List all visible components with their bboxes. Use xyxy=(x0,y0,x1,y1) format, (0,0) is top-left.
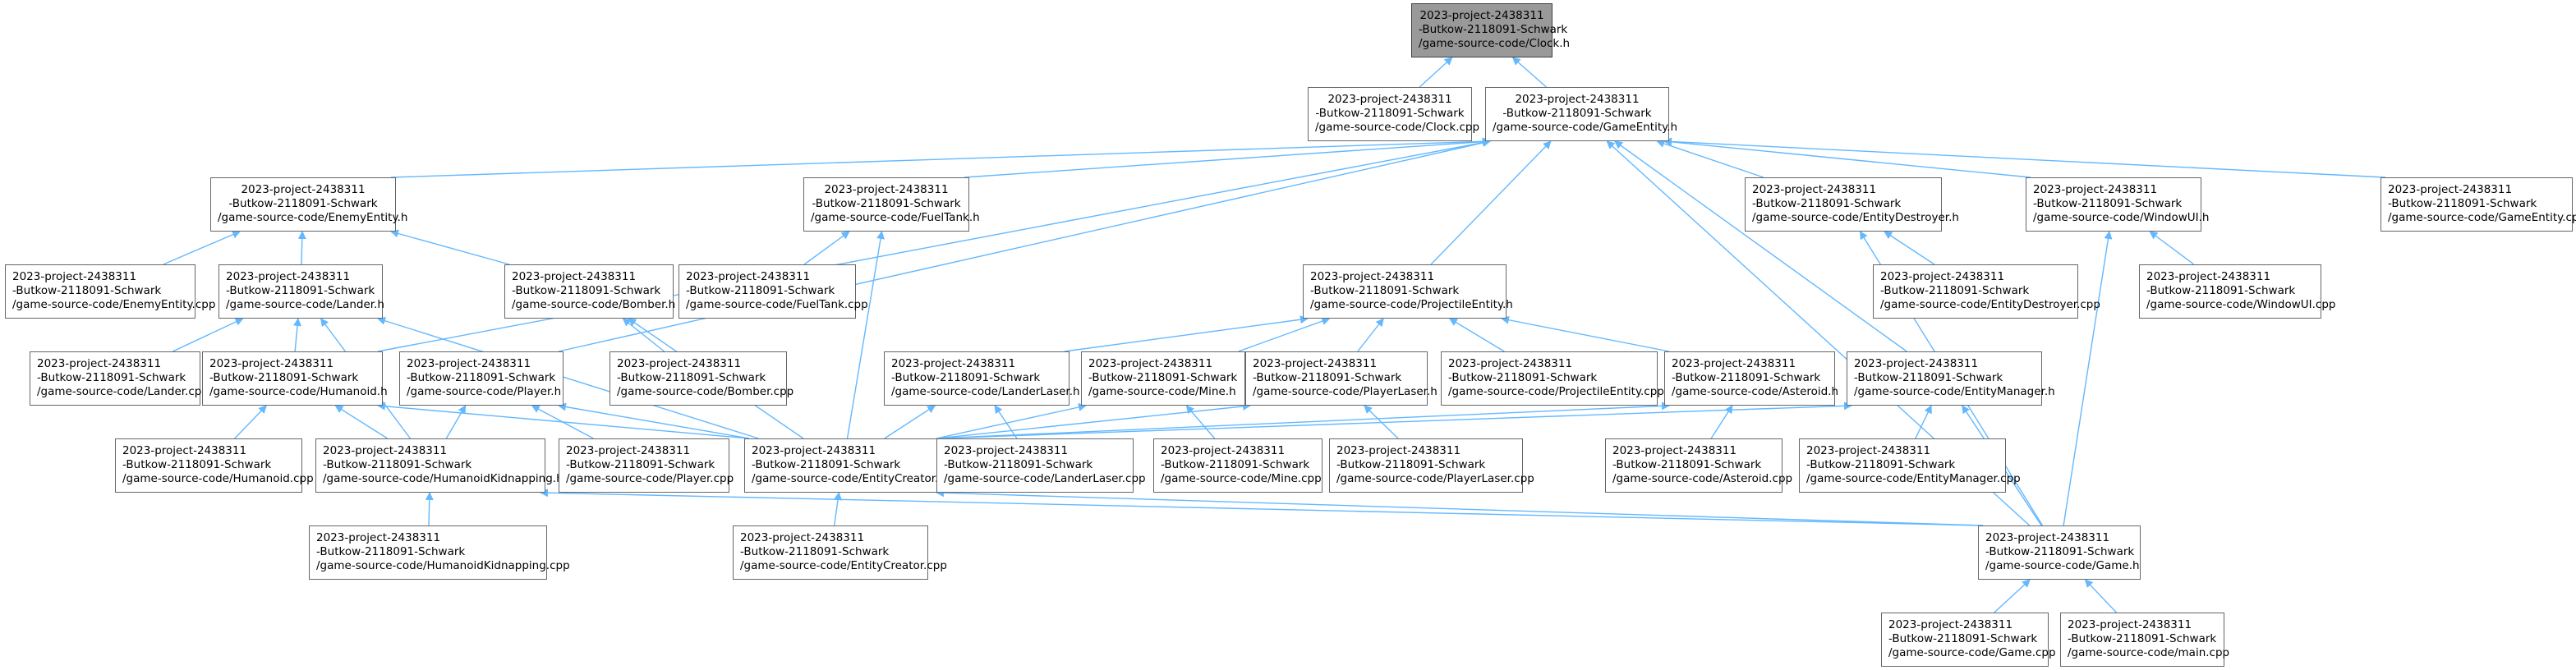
edge-entitycreator_h-to-entitymanager_h xyxy=(936,402,1852,439)
edge-game_h-to-windowui_h xyxy=(2063,231,2113,526)
edge-projectileentity_h-to-gameentity_h xyxy=(1430,140,1552,265)
node-entitydestroyer-h[interactable]: 2023-project-2438311-Butkow-2118091-Schw… xyxy=(1745,177,1959,232)
edge-windowui_cpp-to-windowui_h xyxy=(2149,231,2195,265)
edge-enemyentity_cpp-to-enemyentity_h xyxy=(163,230,242,265)
node-humanoid-h[interactable]: 2023-project-2438311-Butkow-2118091-Schw… xyxy=(202,351,388,406)
node-humanoidkidnapping-h[interactable]: 2023-project-2438311-Butkow-2118091-Schw… xyxy=(315,438,564,493)
edge-fueltank_h-to-gameentity_h xyxy=(964,137,1491,178)
node-fueltank-h[interactable]: 2023-project-2438311-Butkow-2118091-Schw… xyxy=(803,177,980,232)
edge-entitycreator_h-to-mine_h xyxy=(936,403,1087,439)
edge-humanoid_cpp-to-humanoid_h xyxy=(234,405,267,439)
node-windowui-cpp[interactable]: 2023-project-2438311-Butkow-2118091-Schw… xyxy=(2139,264,2335,319)
edge-enemyentity_h-to-gameentity_h xyxy=(390,137,1491,178)
edge-gameentity_h-to-clock_h xyxy=(1511,57,1547,88)
edge-landerlaser_cpp-to-landerlaser_h xyxy=(994,405,1018,439)
node-entitycreator-cpp[interactable]: 2023-project-2438311-Butkow-2118091-Schw… xyxy=(733,525,947,580)
edge-mine_cpp-to-mine_h xyxy=(1185,405,1216,439)
node-projectileentity-h[interactable]: 2023-project-2438311-Butkow-2118091-Schw… xyxy=(1303,264,1513,319)
edge-humanoidkidnapping_h-to-player_h xyxy=(445,405,467,439)
node-mine-h[interactable]: 2023-project-2438311-Butkow-2118091-Schw… xyxy=(1081,351,1245,406)
edge-humanoid_h-to-lander_h xyxy=(293,318,302,352)
edge-game_cpp-to-game_h xyxy=(1994,579,2031,613)
node-enemyentity-h[interactable]: 2023-project-2438311-Butkow-2118091-Schw… xyxy=(210,177,407,232)
edge-landerlaser_h-to-projectileentity_h xyxy=(1064,315,1309,352)
node-main-cpp[interactable]: 2023-project-2438311-Butkow-2118091-Schw… xyxy=(2060,613,2229,667)
edge-entitydestroyer_h-to-gameentity_h xyxy=(1656,140,1764,178)
edge-gameentity_cpp-to-gameentity_h xyxy=(1663,137,2386,178)
node-gameentity-h[interactable]: 2023-project-2438311-Butkow-2118091-Schw… xyxy=(1485,87,1677,141)
node-mine-cpp[interactable]: 2023-project-2438311-Butkow-2118091-Schw… xyxy=(1153,438,1322,493)
node-entitydestroyer-cpp[interactable]: 2023-project-2438311-Butkow-2118091-Schw… xyxy=(1873,264,2100,319)
node-game-cpp[interactable]: 2023-project-2438311-Butkow-2118091-Schw… xyxy=(1881,613,2056,667)
edge-entitycreator_cpp-to-entitycreator_h xyxy=(833,492,843,526)
node-asteroid-cpp[interactable]: 2023-project-2438311-Butkow-2118091-Schw… xyxy=(1605,438,1792,493)
edge-asteroid_h-to-projectileentity_h xyxy=(1501,315,1670,352)
node-enemyentity-cpp[interactable]: 2023-project-2438311-Butkow-2118091-Schw… xyxy=(5,264,215,319)
edge-main_cpp-to-game_h xyxy=(2084,579,2118,613)
edge-entitycreator_h-to-playerlaser_h xyxy=(936,402,1251,439)
node-bomber-h[interactable]: 2023-project-2438311-Butkow-2118091-Schw… xyxy=(504,264,675,319)
node-clock-cpp[interactable]: 2023-project-2438311-Butkow-2118091-Schw… xyxy=(1308,87,1479,141)
edge-player_cpp-to-player_h xyxy=(531,405,594,439)
node-entitymanager-cpp[interactable]: 2023-project-2438311-Butkow-2118091-Schw… xyxy=(1799,438,2021,493)
node-game-h[interactable]: 2023-project-2438311-Butkow-2118091-Schw… xyxy=(1978,525,2141,580)
node-landerlaser-cpp[interactable]: 2023-project-2438311-Butkow-2118091-Schw… xyxy=(936,438,1146,493)
edge-clock_cpp-to-clock_h xyxy=(1419,57,1453,88)
edge-windowui_h-to-gameentity_h xyxy=(1663,137,2031,178)
edge-entitydestroyer_cpp-to-entitydestroyer_h xyxy=(1884,231,1935,265)
node-fueltank-cpp[interactable]: 2023-project-2438311-Butkow-2118091-Schw… xyxy=(678,264,868,319)
edge-entitymanager_cpp-to-entitymanager_h xyxy=(1915,405,1932,439)
edge-projectileentity_cpp-to-projectileentity_h xyxy=(1448,318,1505,352)
edge-playerlaser_h-to-projectileentity_h xyxy=(1357,318,1384,352)
node-humanoidkidnapping-cpp[interactable]: 2023-project-2438311-Butkow-2118091-Schw… xyxy=(309,525,570,580)
node-windowui-h[interactable]: 2023-project-2438311-Butkow-2118091-Schw… xyxy=(2026,177,2209,232)
edge-entitymanager_h-to-gameentity_h xyxy=(1613,140,1907,352)
edge-entitycreator_h-to-fueltank_h xyxy=(846,231,885,439)
edge-entitycreator_h-to-lander_h xyxy=(377,316,759,439)
node-asteroid-h[interactable]: 2023-project-2438311-Butkow-2118091-Schw… xyxy=(1664,351,1838,406)
node-player-cpp[interactable]: 2023-project-2438311-Butkow-2118091-Schw… xyxy=(559,438,734,493)
node-clock-h[interactable]: 2023-project-2438311-Butkow-2118091-Schw… xyxy=(1411,3,1570,57)
edge-game_h-to-humanoidkidnapping_h xyxy=(540,489,1984,526)
node-player-h[interactable]: 2023-project-2438311-Butkow-2118091-Schw… xyxy=(399,351,564,406)
edge-fueltank_cpp-to-fueltank_h xyxy=(803,231,850,265)
edge-asteroid_cpp-to-asteroid_h xyxy=(1710,405,1733,439)
node-lander-h[interactable]: 2023-project-2438311-Butkow-2118091-Schw… xyxy=(218,264,384,319)
node-bomber-cpp[interactable]: 2023-project-2438311-Butkow-2118091-Schw… xyxy=(610,351,794,406)
node-entitymanager-h[interactable]: 2023-project-2438311-Butkow-2118091-Schw… xyxy=(1847,351,2055,406)
node-lander-cpp[interactable]: 2023-project-2438311-Butkow-2118091-Schw… xyxy=(30,351,209,406)
edge-humanoidkidnapping_cpp-to-humanoidkidnapping_h xyxy=(425,492,434,526)
edge-lander_cpp-to-lander_h xyxy=(172,318,244,352)
edge-entitycreator_h-to-player_h xyxy=(558,402,750,439)
edge-entitycreator_h-to-landerlaser_h xyxy=(884,405,936,439)
edge-bomber_h-to-enemyentity_h xyxy=(390,229,510,265)
node-entitycreator-h[interactable]: 2023-project-2438311-Butkow-2118091-Schw… xyxy=(744,438,945,493)
node-landerlaser-h[interactable]: 2023-project-2438311-Butkow-2118091-Schw… xyxy=(884,351,1080,406)
node-playerlaser-cpp[interactable]: 2023-project-2438311-Butkow-2118091-Schw… xyxy=(1329,438,1534,493)
node-gameentity-cpp[interactable]: 2023-project-2438311-Butkow-2118091-Schw… xyxy=(2380,177,2576,232)
node-humanoid-cpp[interactable]: 2023-project-2438311-Butkow-2118091-Schw… xyxy=(115,438,314,493)
node-playerlaser-h[interactable]: 2023-project-2438311-Butkow-2118091-Schw… xyxy=(1245,351,1438,406)
edge-mine_h-to-projectileentity_h xyxy=(1238,317,1331,352)
edge-lander_h-to-enemyentity_h xyxy=(297,231,306,265)
edge-humanoidkidnapping_h-to-humanoid_h xyxy=(334,405,389,439)
edge-game_h-to-entitycreator_h xyxy=(936,489,1984,526)
node-projectileentity-cpp[interactable]: 2023-project-2438311-Butkow-2118091-Schw… xyxy=(1441,351,1664,406)
edge-entitycreator_h-to-asteroid_h xyxy=(936,402,1670,439)
